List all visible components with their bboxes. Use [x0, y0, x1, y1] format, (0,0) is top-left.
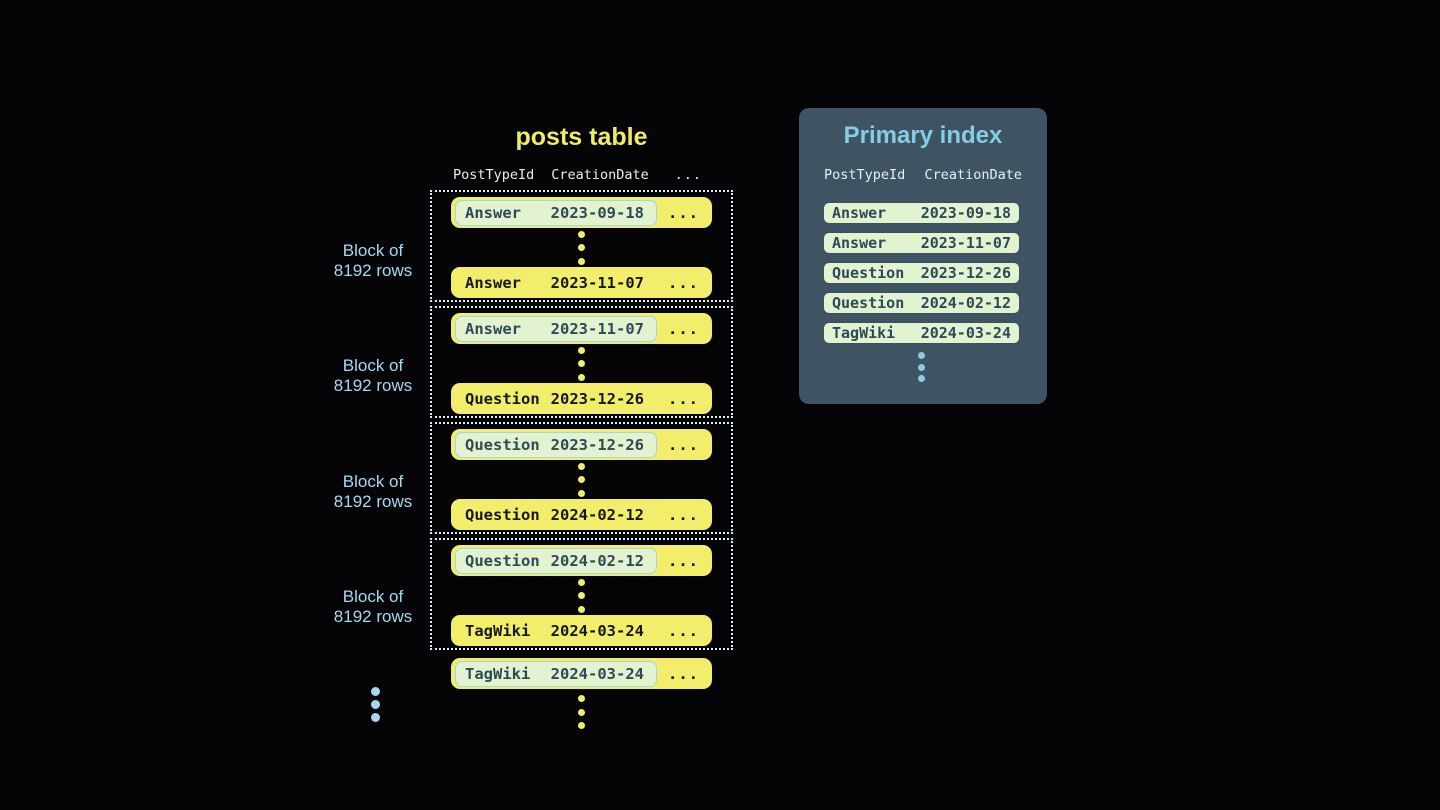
- table-row: Answer 2023-09-18 ...: [451, 197, 712, 228]
- ellipsis-vertical-icon: [578, 346, 585, 381]
- row-post-type: Question: [465, 435, 540, 454]
- row-creation-date: 2023-09-18: [920, 204, 1011, 222]
- row-creation-date: 2024-02-12: [550, 505, 644, 524]
- ellipsis-vertical-icon: [918, 352, 925, 382]
- block-label-line2: 8192 rows: [333, 491, 413, 511]
- table-row-next-block: TagWiki 2024-03-24 ...: [451, 658, 712, 689]
- block-label-line1: Block of: [342, 356, 404, 375]
- primary-index-title: Primary index: [843, 122, 1003, 149]
- index-row: Answer 2023-09-18: [823, 202, 1020, 224]
- block-label-3: Block of 8192 rows: [318, 472, 428, 511]
- row-post-type: Question: [465, 389, 540, 408]
- row-post-type: Question: [465, 551, 540, 570]
- row-more-columns: ...: [668, 389, 699, 408]
- row-cell: Question 2024-02-12: [455, 502, 657, 528]
- row-creation-date: 2023-12-26: [920, 264, 1011, 282]
- row-more-columns: ...: [668, 319, 699, 338]
- row-post-type: Answer: [465, 319, 521, 338]
- column-header-creationdate: CreationDate: [924, 167, 1022, 183]
- row-highlight-cell: Answer 2023-11-07: [455, 315, 657, 342]
- block-label-line2: 8192 rows: [333, 260, 413, 280]
- block-of-rows-4: Question 2024-02-12 ... TagWiki 2024-03-…: [430, 538, 733, 650]
- table-row: Answer 2023-11-07 ...: [451, 313, 712, 344]
- row-creation-date: 2023-12-26: [550, 389, 644, 408]
- column-header-posttypeid: PostTypeId: [453, 167, 535, 183]
- row-post-type: TagWiki: [465, 664, 531, 683]
- row-cell: TagWiki 2024-03-24: [455, 618, 657, 644]
- row-more-columns: ...: [668, 203, 699, 222]
- index-row: TagWiki 2024-03-24: [823, 322, 1020, 344]
- row-post-type: TagWiki: [465, 621, 531, 640]
- ellipsis-vertical-icon: [578, 462, 585, 497]
- row-post-type: Answer: [465, 203, 521, 222]
- ellipsis-vertical-icon: [578, 695, 585, 729]
- block-label-line2: 8192 rows: [333, 375, 413, 395]
- row-more-columns: ...: [668, 551, 699, 570]
- table-row: Question 2024-02-12 ...: [451, 499, 712, 530]
- index-row: Question 2024-02-12: [823, 292, 1020, 314]
- block-label-2: Block of 8192 rows: [318, 356, 428, 395]
- row-post-type: Answer: [832, 234, 887, 252]
- block-label-1: Block of 8192 rows: [318, 241, 428, 280]
- row-creation-date: 2023-11-07: [920, 234, 1011, 252]
- row-cell: Question 2023-12-26: [455, 386, 657, 412]
- row-post-type: TagWiki: [832, 324, 896, 342]
- row-creation-date: 2024-02-12: [550, 551, 644, 570]
- block-of-rows-3: Question 2023-12-26 ... Question 2024-02…: [430, 422, 733, 534]
- row-highlight-cell: Question 2023-12-26: [455, 431, 657, 458]
- block-of-rows-2: Answer 2023-11-07 ... Question 2023-12-2…: [430, 306, 733, 418]
- row-more-columns: ...: [668, 435, 699, 454]
- block-label-line1: Block of: [342, 472, 404, 491]
- row-creation-date: 2023-11-07: [550, 273, 644, 292]
- row-post-type: Question: [832, 264, 905, 282]
- primary-index-panel: Primary index PostTypeId CreationDate An…: [799, 108, 1047, 404]
- column-header-posttypeid: PostTypeId: [824, 167, 906, 183]
- row-highlight-cell: TagWiki 2024-03-24: [455, 660, 657, 687]
- row-post-type: Answer: [832, 204, 887, 222]
- table-row: Question 2023-12-26 ...: [451, 383, 712, 414]
- block-label-line2: 8192 rows: [333, 606, 413, 626]
- table-row: Question 2024-02-12 ...: [451, 545, 712, 576]
- row-creation-date: 2023-11-07: [550, 319, 644, 338]
- row-creation-date: 2023-12-26: [550, 435, 644, 454]
- block-label-line1: Block of: [342, 241, 404, 260]
- row-more-columns: ...: [668, 621, 699, 640]
- row-creation-date: 2024-03-24: [920, 324, 1011, 342]
- row-post-type: Answer: [465, 273, 521, 292]
- column-header-creationdate: CreationDate: [551, 167, 649, 183]
- row-creation-date: 2024-03-24: [550, 621, 644, 640]
- primary-index-rows: Answer 2023-09-18 Answer 2023-11-07 Ques…: [823, 202, 1020, 352]
- table-row: TagWiki 2024-03-24 ...: [451, 615, 712, 646]
- row-cell: Answer 2023-11-07: [455, 270, 657, 296]
- table-row: Answer 2023-11-07 ...: [451, 267, 712, 298]
- primary-index-column-headers: PostTypeId CreationDate: [824, 167, 1022, 184]
- posts-table-column-headers: PostTypeId CreationDate ...: [451, 166, 712, 184]
- row-creation-date: 2023-09-18: [550, 203, 644, 222]
- ellipsis-vertical-icon: [371, 687, 380, 722]
- row-more-columns: ...: [668, 664, 699, 683]
- row-more-columns: ...: [668, 273, 699, 292]
- block-label-4: Block of 8192 rows: [318, 587, 428, 626]
- row-post-type: Question: [465, 505, 540, 524]
- ellipsis-vertical-icon: [578, 578, 585, 613]
- table-row: Question 2023-12-26 ...: [451, 429, 712, 460]
- row-creation-date: 2024-03-24: [550, 664, 644, 683]
- block-of-rows-1: Answer 2023-09-18 ... Answer 2023-11-07 …: [430, 190, 733, 302]
- row-creation-date: 2024-02-12: [920, 294, 1011, 312]
- row-post-type: Question: [832, 294, 905, 312]
- row-highlight-cell: Question 2024-02-12: [455, 547, 657, 574]
- posts-table-title: posts table: [515, 123, 648, 151]
- ellipsis-vertical-icon: [578, 230, 585, 265]
- index-row: Answer 2023-11-07: [823, 232, 1020, 254]
- column-header-more: ...: [674, 167, 702, 183]
- row-more-columns: ...: [668, 505, 699, 524]
- index-row: Question 2023-12-26: [823, 262, 1020, 284]
- row-highlight-cell: Answer 2023-09-18: [455, 199, 657, 226]
- block-label-line1: Block of: [342, 587, 404, 606]
